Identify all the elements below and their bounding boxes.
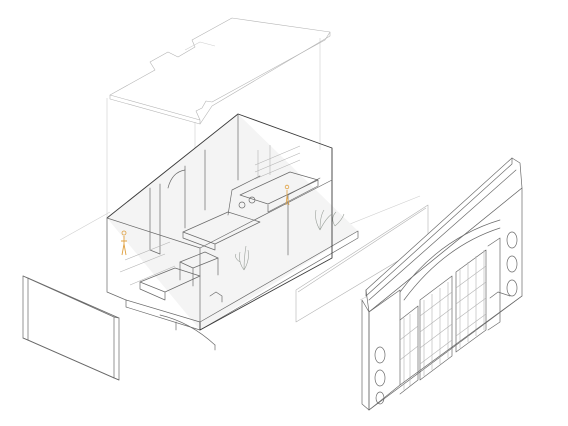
side-wall-panel (22, 275, 120, 381)
interior-volume (106, 113, 359, 351)
arched-facade (361, 157, 523, 411)
figures (121, 184, 290, 256)
plants (235, 209, 345, 271)
roof-slab (109, 17, 331, 125)
